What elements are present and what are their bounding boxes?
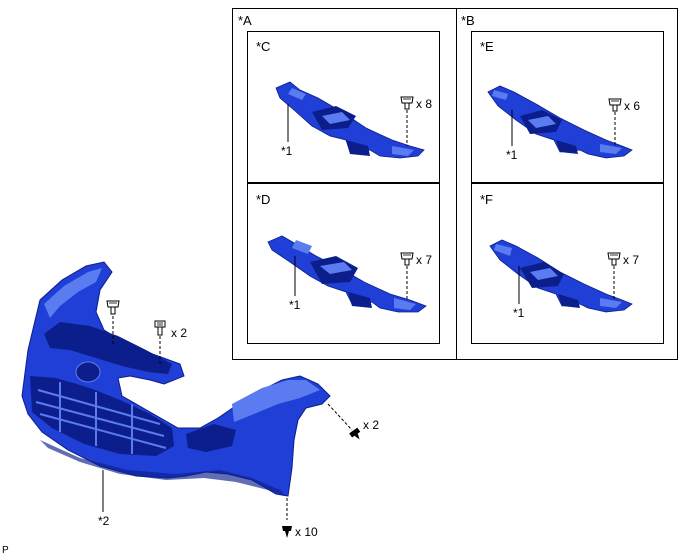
group-a-label: *A xyxy=(238,13,252,28)
screw-icon xyxy=(154,320,166,336)
bumper-bottom-screw-quantity: x 10 xyxy=(295,525,318,539)
panel-e-frame xyxy=(471,31,664,183)
panel-f-quantity: x 7 xyxy=(623,253,640,267)
bumper-side-screw-quantity: x 2 xyxy=(363,418,380,432)
screw-icon xyxy=(349,427,361,440)
clip-icon xyxy=(106,300,120,315)
panel-c-part-label: *1 xyxy=(281,144,293,158)
footer-code: P xyxy=(2,545,9,556)
bumper-top-bolt-quantity: x 2 xyxy=(171,326,188,340)
panel-c-frame xyxy=(247,31,440,183)
panel-f-part-label: *1 xyxy=(513,306,525,320)
panel-c-quantity: x 8 xyxy=(416,97,433,111)
panel-d-label: *D xyxy=(256,192,271,207)
panel-f-frame xyxy=(471,183,664,344)
panel-e-label: *E xyxy=(480,39,494,54)
screw-icon xyxy=(282,526,292,538)
panel-f-label: *F xyxy=(480,192,493,207)
panel-e-part-label: *1 xyxy=(506,148,518,162)
panel-d-frame xyxy=(247,183,440,344)
bumper-side-screw-dash xyxy=(327,403,353,431)
panel-e-quantity: x 6 xyxy=(624,99,641,113)
panel-c-label: *C xyxy=(256,39,271,54)
group-b-label: *B xyxy=(461,13,475,28)
group-b-frame xyxy=(456,8,678,360)
bumper-part-label: *2 xyxy=(98,514,110,528)
panel-d-quantity: x 7 xyxy=(416,253,433,267)
panel-d-part-label: *1 xyxy=(289,298,301,312)
